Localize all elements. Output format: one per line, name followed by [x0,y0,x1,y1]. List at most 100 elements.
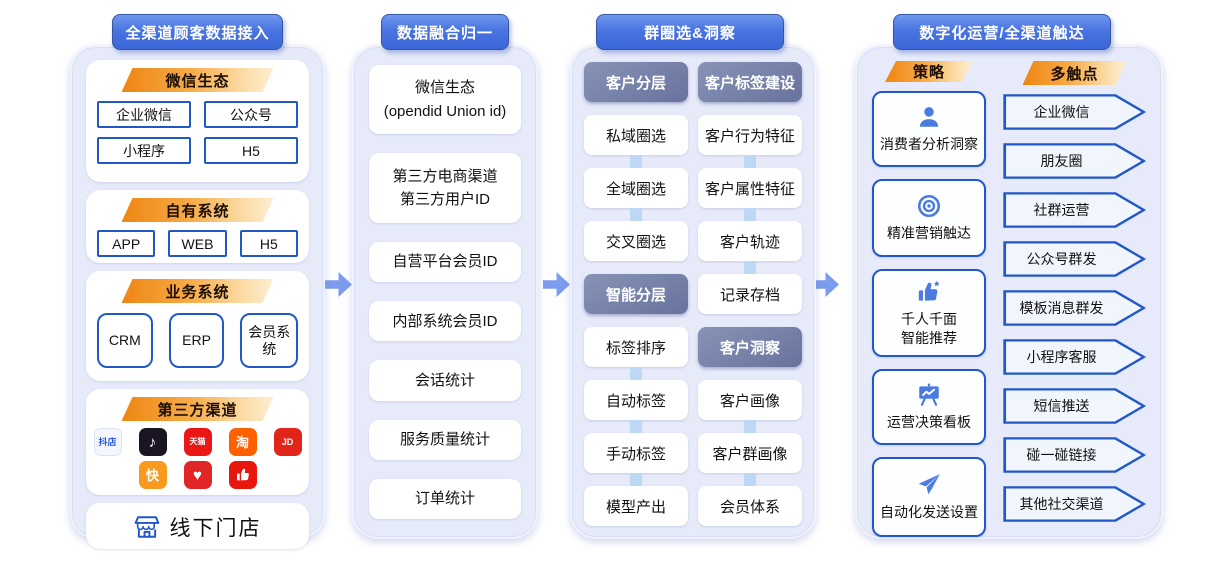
thumbs-up-glyph-icon [236,468,249,481]
node-label: 会员体系 [719,498,780,516]
node-label: 客户属性特征 [704,180,795,198]
arrow-shape [1003,290,1146,326]
node-cross-selection: 交叉圈选 [584,208,688,261]
connector [744,261,756,274]
node-smart-recommendation: 千人千面 智能推荐 [872,269,986,357]
node-service-quality-stats: 服务质量统计 [369,419,521,460]
node-attribute-features: 客户属性特征 [698,155,802,208]
node-mini-program: 小程序 [97,137,191,164]
pinduoduo-icon: ♥ [183,461,212,489]
node-h5: H5 [239,230,298,257]
node-offline-store: 线下门店 [86,503,309,549]
connector [630,420,642,433]
banner-touchpoints: 多触点 [1023,61,1127,85]
connector [630,473,642,486]
connector [630,155,642,168]
banner-own-systems: 自有系统 [122,198,274,222]
node-label: 自动标签 [605,392,666,410]
node-official-account: 公众号 [204,101,298,128]
touchpoint-official-account-broadcast: 公众号群发 [1003,241,1146,277]
offline-store-label: 线下门店 [169,517,262,540]
node-line1: 内部系统会员ID [392,312,498,330]
connector [744,473,756,486]
node-order-stats: 订单统计 [369,478,521,520]
node-manual-tag: 手动标签 [584,420,688,473]
node-web: WEB [168,230,227,257]
panel-segment-insight: 客户分层 私域圈选 全域圈选 交叉圈选 智能分层 标签排序 自动标签 手动标签 … [570,45,816,539]
touchpoint-template-message: 模板消息群发 [1003,290,1146,326]
arrow-shape [1003,143,1146,179]
touchpoint-label: 短信推送 [1033,398,1090,414]
subheader-customer-tiering: 客户分层 [584,62,688,102]
node-auto-tag: 自动标签 [584,367,688,420]
arrow-shape [1003,339,1146,375]
node-automated-sending: 自动化发送设置 [872,457,986,537]
node-label: 千人千面 [901,310,957,327]
node-enterprise-wechat: 企业微信 [97,101,191,128]
segment-right-column: 客户标签建设 客户行为特征 客户属性特征 客户轨迹 记录存档 客户洞察 客户画像… [698,62,802,526]
node-line1: 会话统计 [414,371,475,389]
header-segment-insight: 群圈选&洞察 [596,14,784,50]
arrow-shape [1003,388,1146,424]
section-business-systems: 业务系统 CRM ERP 会员系统 [86,271,309,381]
node-label: 客户轨迹 [719,233,780,251]
node-session-stats: 会话统计 [369,360,521,401]
touchpoint-label: 小程序客服 [1026,349,1097,365]
touchpoint-label: 模板消息群发 [1019,300,1104,316]
node-member-hierarchy: 会员体系 [698,473,802,526]
node-h5: H5 [204,137,298,164]
section-own-systems: 自有系统 APP WEB H5 [86,190,309,263]
send-icon [918,474,940,495]
section-wechat-ecosystem: 微信生态 企业微信 公众号 小程序 H5 [86,60,309,182]
touchpoint-sms-push: 短信推送 [1003,388,1146,424]
douyin-store-icon: 抖店 [93,428,122,456]
storefront-icon [134,516,159,538]
touchpoints-column: 多触点 企业微信 朋友圈 社群运营 公众号群发 模板消息群发 [1003,61,1146,523]
node-line1: 微信生态 [414,79,475,97]
touchpoint-label: 朋友圈 [1040,153,1083,169]
banner-wechat-ecosystem: 微信生态 [122,68,274,92]
node-own-platform-member-id: 自营平台会员ID [369,241,521,283]
node-group-portrait: 客户群画像 [698,420,802,473]
touchpoint-label: 社群运营 [1033,202,1090,218]
node-customer-portrait: 客户画像 [698,380,802,420]
kuaishou-icon: 快 [138,461,167,489]
touchpoint-miniprogram-service: 小程序客服 [1003,339,1146,375]
flow-arrow-right-icon [325,272,352,297]
node-tag-sorting: 标签排序 [584,327,688,367]
touchpoint-enterprise-wechat: 企业微信 [1003,94,1146,130]
arrow-shape [1003,437,1146,473]
target-icon [917,195,941,218]
node-line1: 自营平台会员ID [392,253,498,271]
connector [744,208,756,221]
segment-left-column: 客户分层 私域圈选 全域圈选 交叉圈选 智能分层 标签排序 自动标签 手动标签 … [584,62,688,526]
flow-arrow-right-icon [543,272,570,297]
subheader-smart-tiering: 智能分层 [584,274,688,314]
node-app: APP [97,230,156,257]
panel-omni-data-access: 微信生态 企业微信 公众号 小程序 H5 自有系统 APP WEB H5 业务系… [70,45,325,549]
arrow-shape [1003,192,1146,228]
dashboard-icon [919,384,939,407]
node-behavior-features: 客户行为特征 [698,115,802,155]
touchpoint-label: 碰一碰链接 [1026,447,1097,463]
node-erp: ERP [168,313,225,368]
banner-strategy: 策略 [885,61,973,82]
connector [630,208,642,221]
subheader-tag-construction: 客户标签建设 [698,62,802,102]
node-label: 手动标签 [605,445,666,463]
node-consumer-analysis: 消费者分析洞察 [872,91,986,167]
touchpoint-community-operation: 社群运营 [1003,192,1146,228]
node-label: 运营决策看板 [887,414,971,431]
node-label: 精准营销触达 [887,225,971,242]
subheader-customer-insight: 客户洞察 [698,327,802,367]
flow-arrow-right-icon [812,272,839,297]
connector [744,155,756,168]
thumbs-up-app-icon [228,461,257,489]
node-label: 客户群画像 [712,445,788,463]
arrow-shape [1003,486,1146,522]
node-label: 自动化发送设置 [880,504,978,521]
touchpoint-moments: 朋友圈 [1003,143,1146,179]
node-third-party-user-id: 第三方电商渠道 第三方用户ID [369,153,521,223]
jd-icon: JD [273,428,302,456]
touchpoint-tap-link: 碰一碰链接 [1003,437,1146,473]
